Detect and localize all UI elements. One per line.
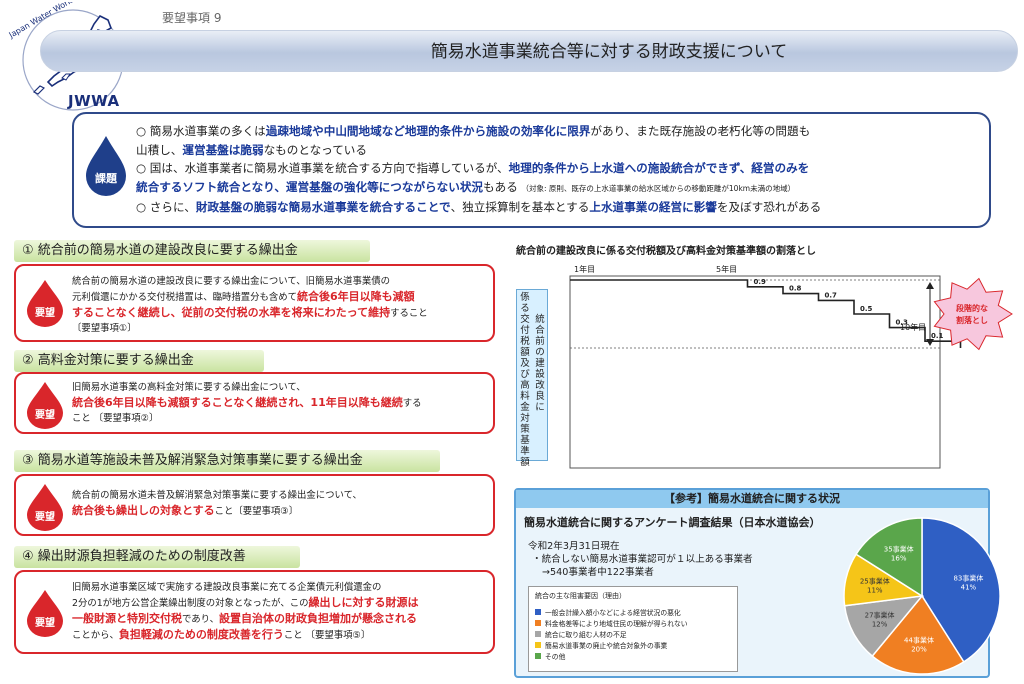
section-3-text: 統合前の簡易水道未普及解消緊急対策事業に要する繰出金について、 統合後も繰出しの… <box>72 490 362 517</box>
reference-line-1: ・統合しない簡易水道事業認可が１以上ある事業者 <box>532 554 753 565</box>
y-axis-label-box <box>516 289 548 461</box>
issue-text: ○ 簡易水道事業の多くは過疎地域や中山間地域など地理的条件から施設の効率化に限界… <box>136 122 979 217</box>
section-2-box: 要望 旧簡易水道事業の高料金対策に要する繰出金について、 統合後6年目以降も減額… <box>14 372 495 434</box>
reason-legend: 統合の主な阻害要因（理由） 一般会計繰入額小などによる経営状況の悪化 料金格差等… <box>528 586 738 672</box>
legend-swatch <box>535 609 541 615</box>
staircase-line <box>570 279 962 348</box>
water-drop-icon: 課題 <box>86 136 126 196</box>
callout-text: 段階的な <box>956 303 988 313</box>
reference-heading: 【参考】簡易水道統合に関する状況 <box>516 490 988 508</box>
callout-text: 割落とし <box>956 315 988 325</box>
step-label: 0.5 <box>860 305 873 313</box>
step-label: 0.1 <box>931 332 944 340</box>
arrow-head-down <box>926 339 934 346</box>
arrow-head-up <box>926 282 934 289</box>
page-title: 簡易水道事業統合等に対する財政支援について <box>430 42 788 62</box>
issue-bullet-1: ○ 簡易水道事業の多くは過疎地域や中山間地域など地理的条件から施設の効率化に限界… <box>136 124 811 157</box>
issue-bullet-2: ○ 国は、水道事業者に簡易水道事業を統合する方向で指導しているが、地理的条件から… <box>136 161 810 194</box>
request-drop-icon: 要望 <box>27 382 63 429</box>
section-1-text: 統合前の簡易水道の建設改良に要する繰出金について、旧簡易水道事業債の 元利償還に… <box>72 276 428 334</box>
issue-box: 課題 ○ 簡易水道事業の多くは過疎地域や中山間地域など地理的条件から施設の効率化… <box>72 112 991 228</box>
reference-subtitle: 簡易水道統合に関するアンケート調査結果（日本水道協会） <box>524 516 821 529</box>
step-label: 0.7 <box>825 291 838 299</box>
svg-text:要望: 要望 <box>35 616 55 629</box>
legend-swatch <box>535 642 541 648</box>
reason-item: 一般会計繰入額小などによる経営状況の悪化 <box>535 607 681 617</box>
section-3-box: 要望 統合前の簡易水道未普及解消緊急対策事業に要する繰出金について、 統合後も繰… <box>14 474 495 536</box>
logo-text: JWWA <box>68 92 120 110</box>
chart-title: 統合前の建設改良に係る交付税額及び高料金対策基準額の割落とし <box>516 246 816 257</box>
legend-swatch <box>535 631 541 637</box>
step-label: 0.9 <box>754 278 767 286</box>
reason-title: 統合の主な阻害要因（理由） <box>535 592 626 600</box>
request-number: 要望事項 9 <box>162 11 222 25</box>
x-tick-label: 1年目 <box>574 264 595 274</box>
request-drop-icon: 要望 <box>27 484 63 531</box>
section-4-text: 旧簡易水道事業区域で実施する建設改良事業に充てる企業債元利償還金の 2分の1が地… <box>72 582 419 641</box>
section-3-heading: ③ 簡易水道等施設未普及解消緊急対策事業に要する繰出金 <box>14 450 440 472</box>
title-bar: 簡易水道事業統合等に対する財政支援について <box>40 30 1018 72</box>
x-tick-label: 5年目 <box>716 264 737 274</box>
reference-date: 令和2年3月31日現在 <box>528 541 620 552</box>
chart-frame <box>569 275 941 469</box>
reason-item: 料金格差等により地域住民の理解が得られない <box>535 618 688 628</box>
section-4-box: 要望 旧簡易水道事業区域で実施する建設改良事業に充てる企業債元利償還金の 2分の… <box>14 570 495 654</box>
step-label: 0.8 <box>789 285 802 293</box>
callout-burst <box>933 277 1013 351</box>
x-tick-label: 10年目 <box>900 322 926 332</box>
issue-label: 課題 <box>95 171 118 185</box>
svg-text:要望: 要望 <box>35 408 55 421</box>
reason-item: 統合に取り組む人材の不足 <box>535 629 627 639</box>
step-label: 0.3 <box>896 319 909 327</box>
section-2-text: 旧簡易水道事業の高料金対策に要する繰出金について、 統合後6年目以降も減額するこ… <box>72 382 422 424</box>
section-1-heading: ① 統合前の簡易水道の建設改良に要する繰出金 <box>14 240 370 262</box>
svg-text:要望: 要望 <box>35 510 55 523</box>
request-drop-icon: 要望 <box>27 280 63 327</box>
issue-bullet-3: ○ さらに、財政基盤の脆弱な簡易水道事業を統合することで、独立採算制を基本とする… <box>136 200 822 214</box>
request-drop-icon: 要望 <box>27 590 63 637</box>
reason-item: その他 <box>535 651 565 661</box>
section-1-box: 要望 統合前の簡易水道の建設改良に要する繰出金について、旧簡易水道事業債の 元利… <box>14 264 495 342</box>
reference-line-2: →540事業者中122事業者 <box>542 567 654 578</box>
section-4-heading: ④ 繰出財源負担軽減のための制度改善 <box>14 546 300 568</box>
svg-text:要望: 要望 <box>35 306 55 319</box>
legend-swatch <box>535 653 541 659</box>
reference-panel: 【参考】簡易水道統合に関する状況 簡易水道統合に関するアンケート調査結果（日本水… <box>514 488 990 678</box>
reason-item: 簡易水道事業の廃止や統合対象外の事業 <box>535 640 667 650</box>
section-2-heading: ② 高料金対策に要する繰出金 <box>14 350 264 372</box>
legend-swatch <box>535 620 541 626</box>
